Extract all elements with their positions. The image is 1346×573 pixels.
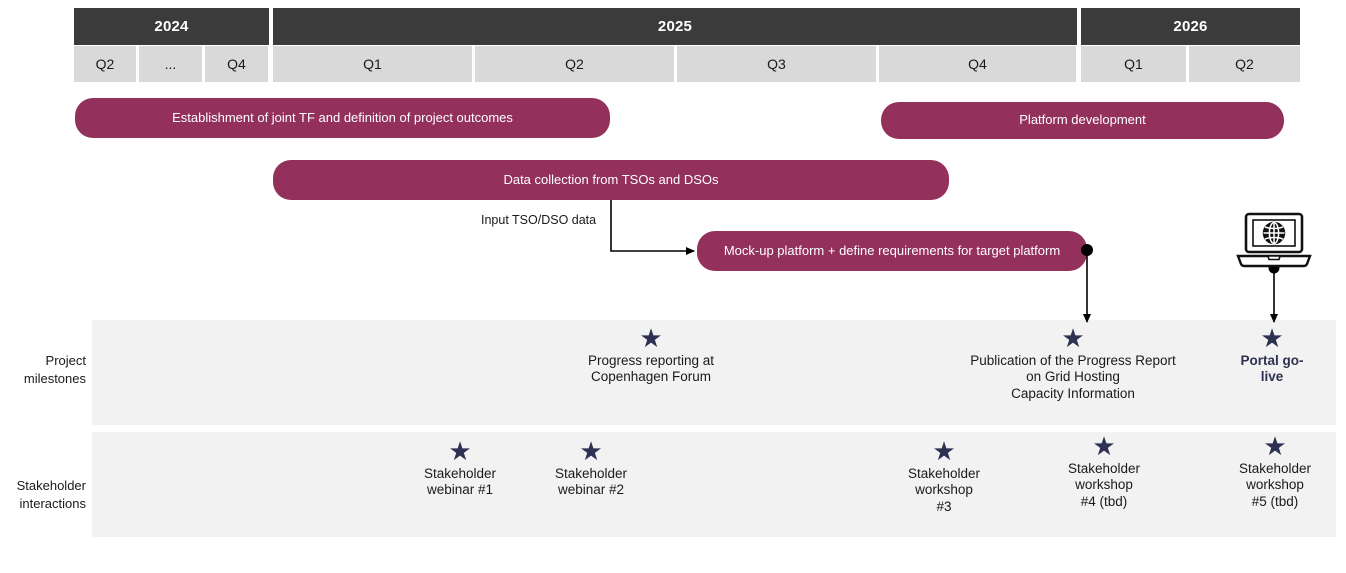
milestone-label-line: Portal go-	[1240, 353, 1304, 368]
platform-development-bar[interactable]: Platform development	[881, 102, 1284, 139]
timeline-year-2024: 2024	[74, 8, 271, 45]
milestone-label-line: Stakeholder	[1238, 461, 1312, 476]
lane-label-line: Stakeholder	[16, 478, 86, 493]
lane-label-line: milestones	[23, 370, 86, 386]
milestone-label-line: workshop	[915, 482, 973, 498]
milestone-label-line: Stakeholder	[554, 466, 628, 481]
star-icon: ★	[1260, 323, 1284, 353]
milestone-label-line: Stakeholder	[1067, 461, 1141, 476]
laptop-globe-icon	[1236, 212, 1312, 268]
establishment-bar[interactable]: Establishment of joint TF and definition…	[75, 98, 610, 138]
timeline-quarter-cell[interactable]: Q1	[1081, 46, 1189, 82]
milestone-label-line: on Grid Hosting	[1026, 369, 1120, 385]
star-icon: ★	[1263, 431, 1287, 461]
star-icon: ★	[448, 436, 472, 466]
timeline-quarter-cell[interactable]: Q4	[879, 46, 1079, 82]
milestone-label-line: workshop	[1075, 477, 1133, 493]
mockup-platform-bar[interactable]: Mock-up platform + define requirements f…	[697, 231, 1087, 271]
milestone-label-line: webinar #1	[426, 482, 494, 498]
milestone-label-line: live	[1260, 369, 1284, 385]
milestone-label-line: Stakeholder	[423, 466, 497, 481]
timeline-quarter-cell[interactable]: Q2	[1189, 46, 1300, 82]
milestone-label-line: Publication of the Progress Report	[970, 353, 1176, 368]
timeline-quarter-cell[interactable]: Q2	[475, 46, 677, 82]
timeline-quarter-cell[interactable]: ...	[139, 46, 205, 82]
connector-data-to-mockup	[610, 200, 695, 255]
timeline-quarter-cell[interactable]: Q1	[273, 46, 475, 82]
star-icon: ★	[1092, 431, 1116, 461]
lane-project-milestones	[92, 320, 1336, 425]
milestone-label-line: workshop	[1246, 477, 1304, 493]
milestone-label-line: Progress reporting at	[587, 353, 715, 368]
milestone-label: Portal go-live	[1227, 353, 1317, 386]
lane-label-line: Project	[45, 353, 86, 368]
timeline-year-2026: 2026	[1081, 8, 1300, 45]
star-icon: ★	[579, 436, 603, 466]
lane-label-stakeholder-interactions: Stakeholder interactions	[0, 477, 86, 512]
timeline-year-2025: 2025	[273, 8, 1079, 45]
milestone-label-line: Stakeholder	[907, 466, 981, 481]
milestone-label-line: #3	[936, 498, 952, 514]
milestone-label-line: #5 (tbd)	[1251, 493, 1299, 509]
milestone-portal-go-live[interactable]: ★Portal go-live	[1227, 323, 1317, 386]
data-collection-bar[interactable]: Data collection from TSOs and DSOs	[273, 160, 949, 200]
timeline-quarter-cell[interactable]: Q2	[74, 46, 139, 82]
lane-label-project-milestones: Project milestones	[0, 352, 86, 387]
star-icon: ★	[932, 436, 956, 466]
star-icon: ★	[1061, 323, 1085, 353]
timeline-quarter-cell[interactable]: Q3	[677, 46, 879, 82]
lane-stakeholder-interactions	[92, 432, 1336, 537]
star-icon: ★	[639, 323, 663, 353]
milestone-label-line: Capacity Information	[1011, 385, 1135, 401]
milestone-label-line: Copenhagen Forum	[590, 369, 712, 385]
milestone-label-line: #4 (tbd)	[1080, 493, 1128, 509]
input-data-label: Input TSO/DSO data	[481, 213, 597, 227]
milestone-label-line: webinar #2	[557, 482, 625, 498]
lane-label-line: interactions	[19, 495, 86, 511]
timeline-quarter-cell[interactable]: Q4	[205, 46, 271, 82]
